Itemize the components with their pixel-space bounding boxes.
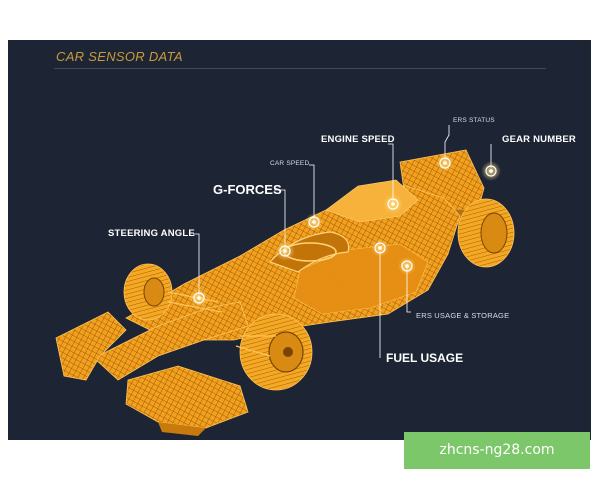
marker-gear-number — [481, 161, 501, 181]
diagram-title: CAR SENSOR DATA — [56, 49, 183, 64]
car-body — [125, 179, 461, 341]
front-tyre-left — [123, 263, 173, 321]
marker-engine-speed — [383, 194, 403, 214]
watermark-badge: zhcns-ng28.com — [404, 432, 590, 469]
label-ers-status: ERS STATUS — [453, 117, 495, 124]
label-g-forces: G-FORCES — [213, 182, 282, 197]
car-wireframe-diagram — [55, 125, 515, 436]
label-fuel-usage: FUEL USAGE — [386, 351, 464, 365]
label-steering-angle: STEERING ANGLE — [108, 228, 195, 239]
label-engine-speed: ENGINE SPEED — [321, 134, 395, 145]
callout-lines — [193, 125, 492, 358]
front-tyre-right — [239, 313, 313, 391]
marker-steering-angle — [189, 288, 209, 308]
label-gear-number: GEAR NUMBER — [502, 134, 576, 145]
label-ers-usage-storage: ERS USAGE & STORAGE — [416, 311, 510, 320]
marker-g-forces — [275, 241, 295, 261]
sensor-markers — [189, 154, 501, 308]
label-car-speed: CAR SPEED — [270, 160, 310, 167]
sensor-diagram-panel: CAR SENSOR DATA ERS STATUS ENGINE SPEED … — [8, 40, 591, 440]
marker-ers-status — [436, 154, 454, 172]
marker-car-speed — [305, 213, 323, 231]
rear-tyre — [457, 198, 515, 268]
title-divider — [54, 68, 546, 69]
front-wing — [55, 311, 249, 436]
marker-ers-usage — [398, 257, 416, 275]
marker-fuel-usage — [371, 239, 389, 257]
car-nose — [93, 301, 249, 381]
